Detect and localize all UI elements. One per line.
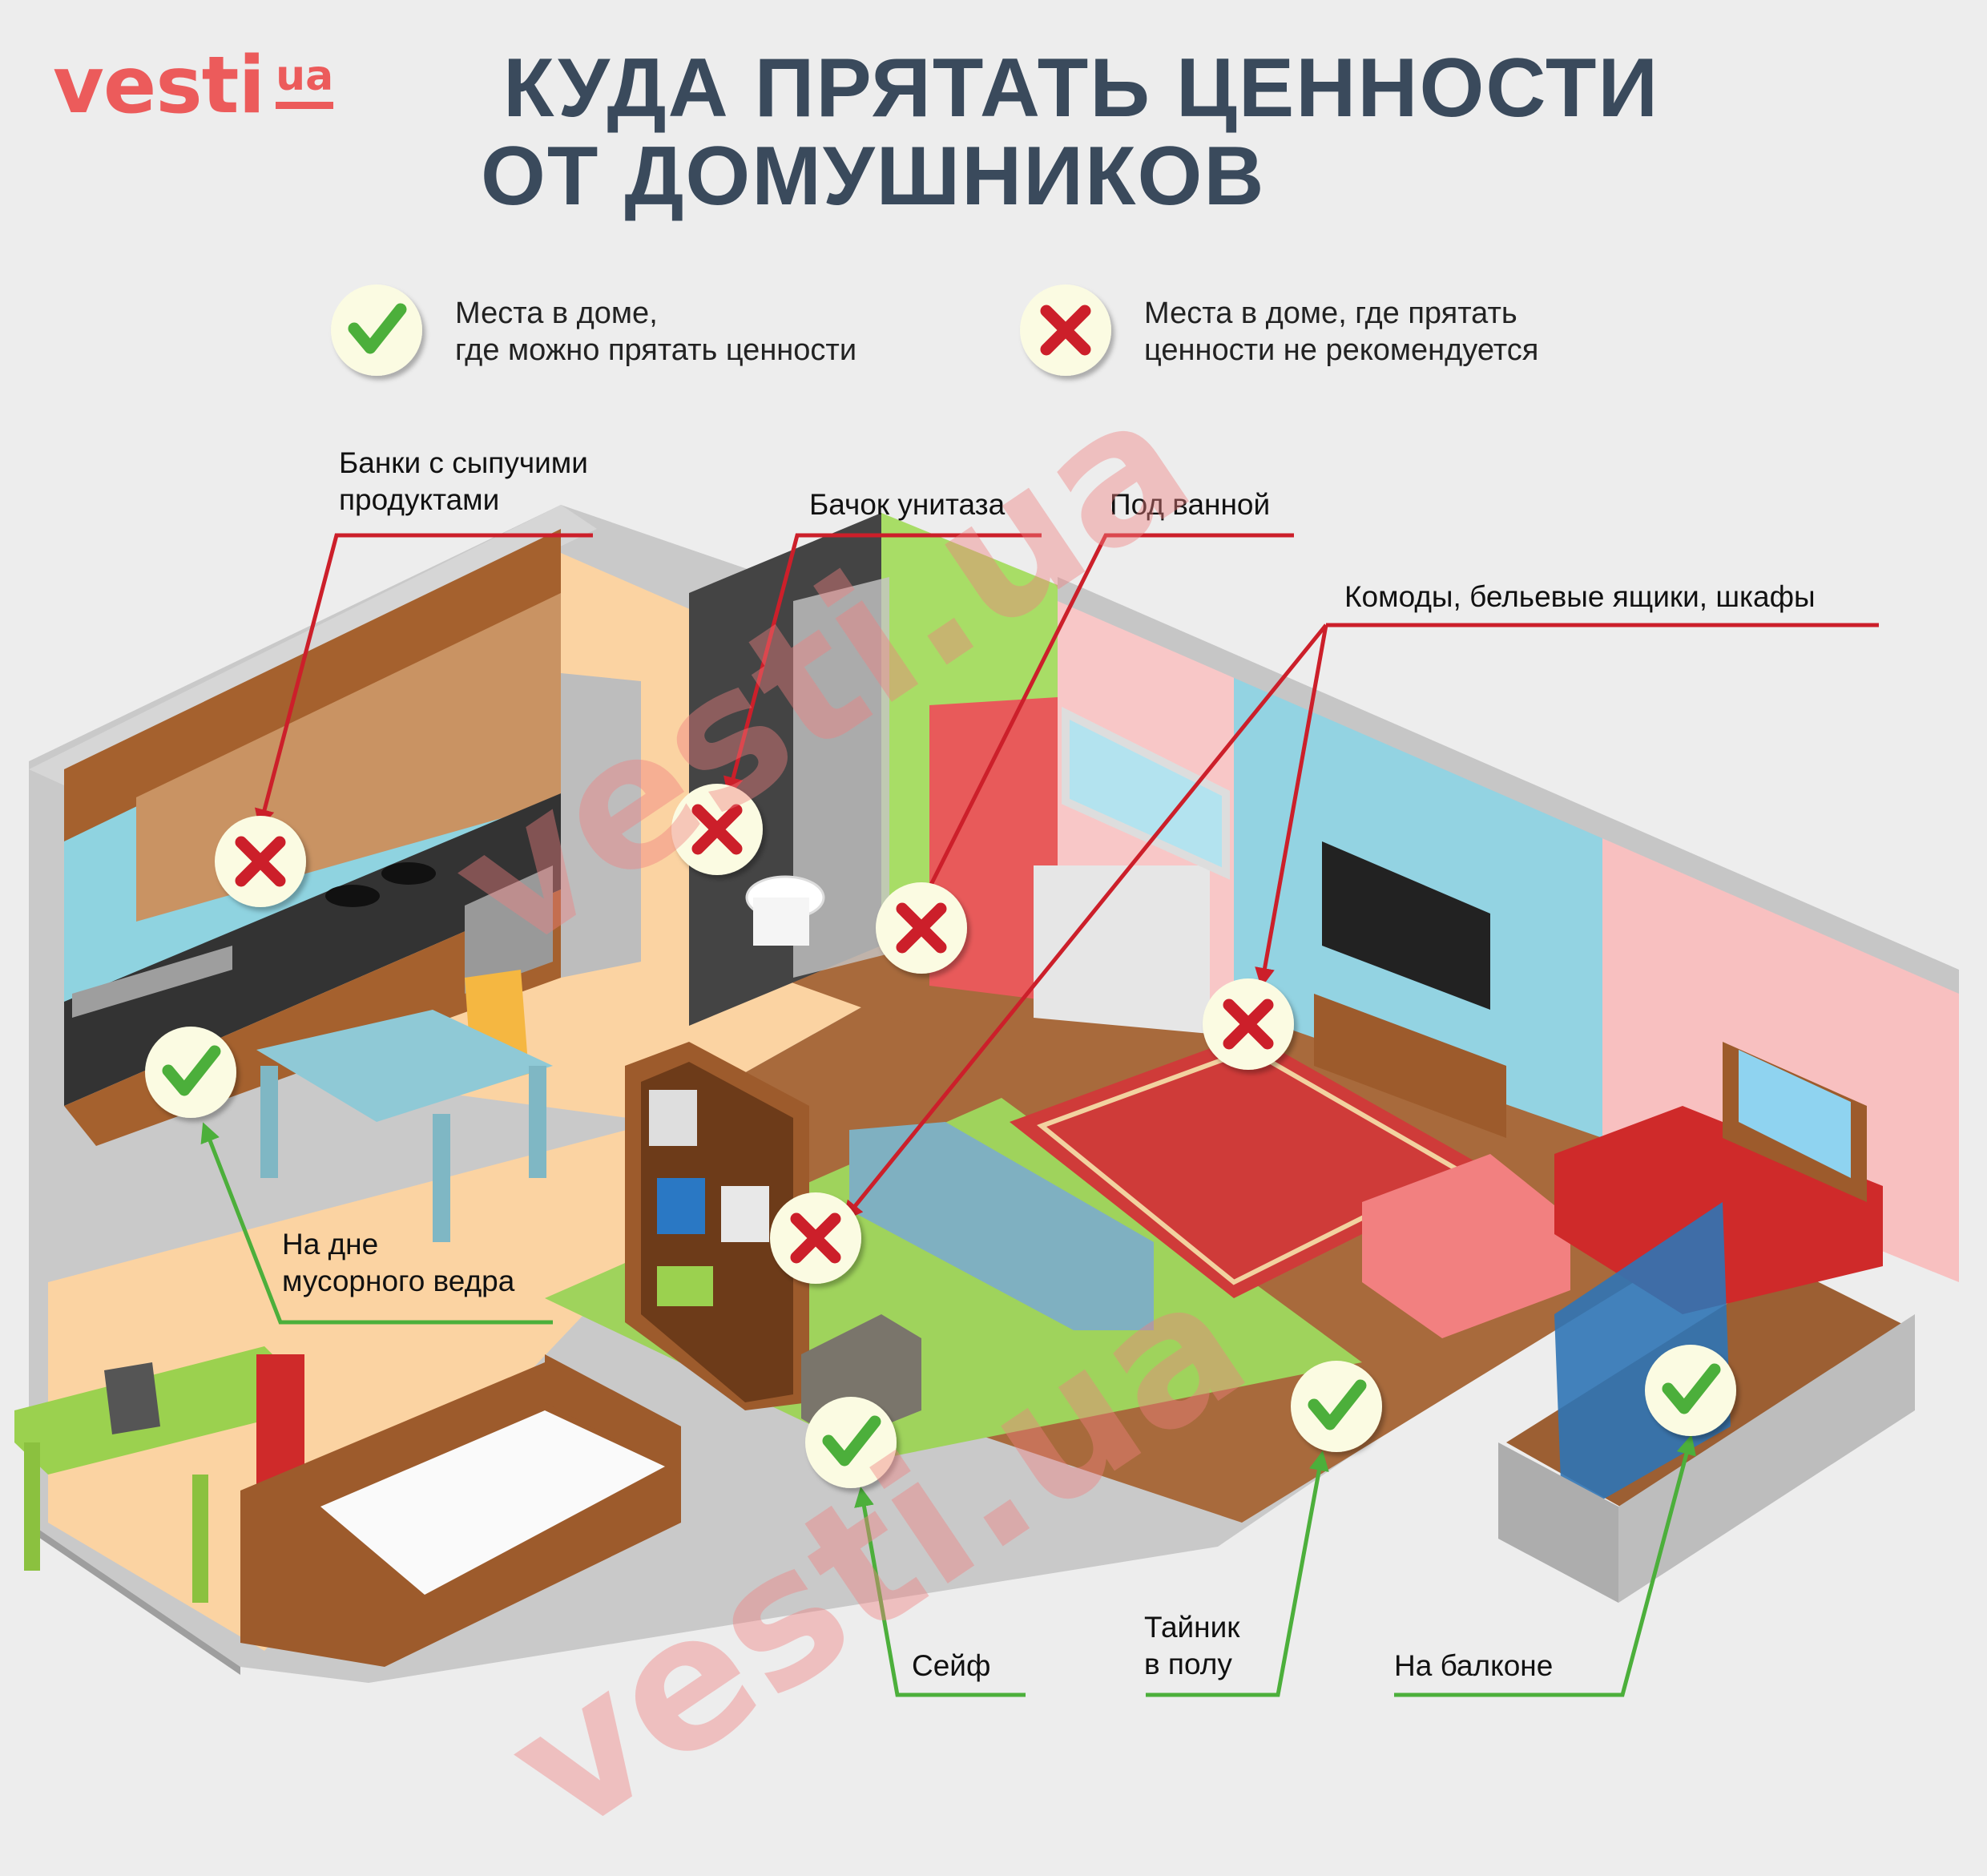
legend-bad: Места в доме, где прятать ценности не ре… (1144, 295, 1538, 369)
legend-good-line2: где можно прятать ценности (455, 333, 857, 367)
legend-good: Места в доме, где можно прятать ценности (455, 295, 856, 369)
label-under-bath: Под ванной (1110, 488, 1271, 521)
bedroom (14, 1346, 681, 1667)
label-floor-cache-line2: в полу (1144, 1648, 1232, 1680)
page-title-line1: КУДА ПРЯТАТЬ ЦЕННОСТИ (503, 42, 1660, 135)
living-room (849, 841, 1915, 1603)
check-icon (1291, 1361, 1382, 1452)
label-trash-bin: На дне мусорного ведра (282, 1226, 514, 1300)
label-jars-line2: продуктами (339, 483, 500, 516)
label-jars: Банки с сыпучими продуктами (339, 445, 588, 518)
cross-icon (770, 1192, 861, 1284)
label-trash-bin-line2: мусорного ведра (282, 1265, 515, 1297)
check-icon (1645, 1345, 1736, 1436)
label-floor-cache-line1: Тайник (1144, 1611, 1240, 1644)
apartment-illustration (14, 0, 1959, 1697)
callout-leaders (200, 533, 1879, 1697)
label-floor-cache: Тайник в полу (1144, 1609, 1239, 1683)
cross-icon (215, 816, 306, 907)
legend-check-icon (331, 284, 422, 376)
label-dressers: Комоды, бельевые ящики, шкафы (1344, 580, 1816, 613)
check-icon (145, 1027, 236, 1118)
legend-bad-line1: Места в доме, где прятать (1144, 297, 1517, 330)
kitchen-table (256, 970, 553, 1242)
cross-icon (1203, 978, 1294, 1070)
label-toilet-tank: Бачок унитаза (809, 488, 1006, 521)
legend-good-line1: Места в доме, (455, 297, 658, 330)
page-title-line2: ОТ ДОМУШНИКОВ (481, 130, 1266, 223)
label-safe: Сейф (912, 1649, 991, 1682)
logo-main: vesti (53, 40, 265, 131)
label-jars-line1: Банки с сыпучими (339, 446, 588, 479)
logo-sub: ua (276, 52, 334, 109)
label-balcony: На балконе (1394, 1649, 1554, 1682)
label-trash-bin-line1: На дне (282, 1228, 379, 1261)
bookshelf (625, 1042, 809, 1410)
cross-icon (876, 882, 967, 974)
legend-bad-line2: ценности не рекомендуется (1144, 333, 1539, 367)
